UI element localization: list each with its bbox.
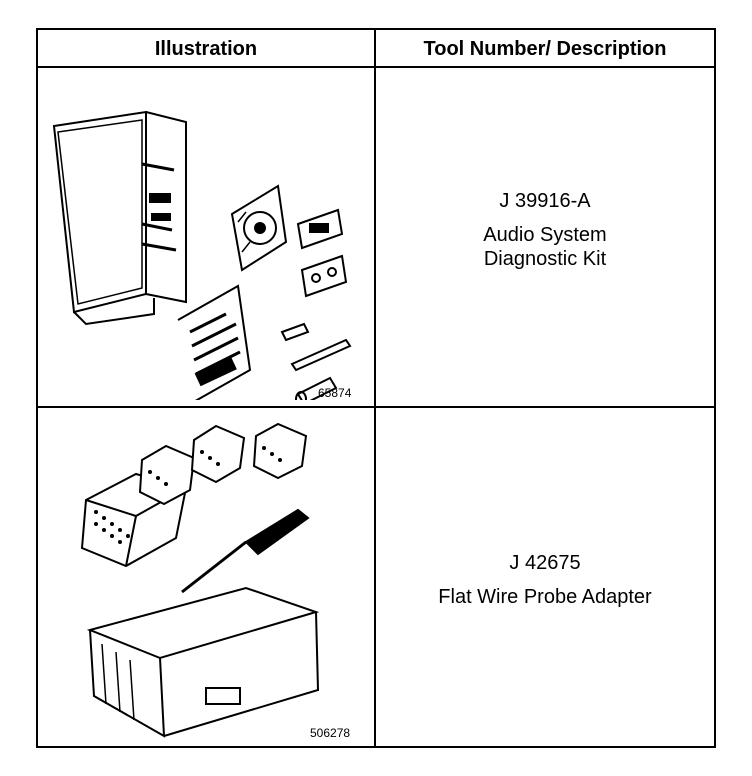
header-divider (38, 66, 714, 68)
row-2-description: J 42675 Flat Wire Probe Adapter (376, 530, 714, 630)
flat-wire-probe-adapter-illustration (80, 422, 320, 738)
row-1-description: J 39916-A Audio System Diagnostic Kit (376, 170, 714, 290)
description-line: Diagnostic Kit (483, 248, 607, 270)
description-line: Flat Wire Probe Adapter (438, 586, 652, 608)
audio-diagnostic-kit-illustration (52, 110, 352, 400)
tool-number: J 42675 (509, 552, 581, 574)
figure-number: 65874 (318, 386, 352, 400)
header-tool-number-description: Tool Number/ Description (423, 37, 667, 60)
tool-number: J 39916-A (499, 190, 591, 212)
figure-number: 506278 (310, 726, 351, 740)
header-illustration: Illustration (154, 37, 258, 60)
row-divider (38, 406, 714, 408)
description-line: Audio System (483, 224, 607, 246)
tool-table: Illustration Tool Number/ Description (36, 28, 716, 748)
column-divider (374, 30, 376, 746)
